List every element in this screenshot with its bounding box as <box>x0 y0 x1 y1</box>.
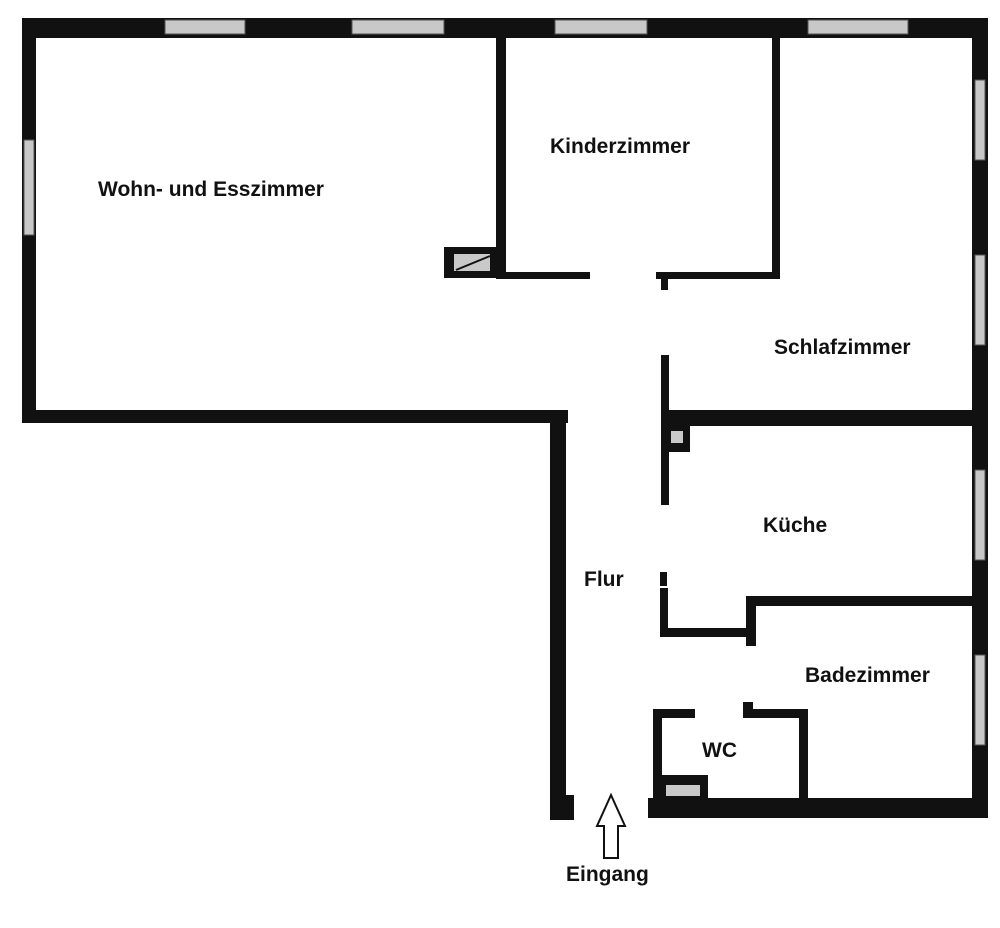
wall-bottom-right <box>648 798 988 818</box>
label-wc: WC <box>702 739 737 762</box>
room-labels: Wohn- und Esszimmer Kinderzimmer Schlafz… <box>98 135 930 762</box>
window-right-1 <box>974 79 986 161</box>
wall-kueche-bad <box>746 596 976 606</box>
label-kinderzimmer: Kinderzimmer <box>550 135 690 158</box>
interior-walls <box>496 36 986 809</box>
shafts <box>444 247 708 799</box>
wall-kinder-bottom-right <box>656 272 780 279</box>
wall-kueche-left-stub <box>660 572 667 586</box>
label-flur: Flur <box>584 568 624 591</box>
window-top-4 <box>807 19 909 35</box>
wall-bottom-left-stub <box>550 795 574 820</box>
window-top-2 <box>351 19 445 35</box>
wall-living-bottom <box>22 410 568 423</box>
label-schlafzimmer: Schlafzimmer <box>774 336 911 359</box>
wall-wc-left <box>653 709 662 809</box>
wall-schlaf-bottom <box>661 410 986 426</box>
wall-flur-left <box>550 410 566 820</box>
window-top-3 <box>554 19 648 35</box>
wall-kueche-left-bottom <box>660 588 668 636</box>
wall-wc-right <box>799 709 808 809</box>
window-left <box>23 139 35 236</box>
arrow-up-icon <box>595 792 627 859</box>
wall-top <box>22 18 988 38</box>
wall-wc-door-stub <box>743 702 753 718</box>
wall-kinder-left <box>496 36 506 276</box>
wall-kinder-right <box>772 36 780 279</box>
label-eingang: Eingang <box>566 863 649 886</box>
label-badezimmer: Badezimmer <box>805 664 930 687</box>
wall-kueche-bottom <box>660 628 755 637</box>
shaft-wc-inner <box>666 785 700 796</box>
window-right-3 <box>974 469 986 561</box>
wall-kinder-bottom-left <box>496 272 590 279</box>
outer-walls <box>22 18 988 820</box>
window-top-1 <box>164 19 246 35</box>
entrance: Eingang <box>566 792 649 886</box>
window-right-4 <box>974 654 986 746</box>
window-right-2 <box>974 254 986 346</box>
chimney-living-diagonal <box>455 255 491 271</box>
wall-wc-top-left <box>653 709 695 718</box>
label-kueche: Küche <box>763 514 827 537</box>
shaft-flur-inner <box>671 431 683 443</box>
wall-wc-top-right <box>743 709 808 718</box>
windows <box>23 19 986 746</box>
wall-bad-left <box>746 596 756 646</box>
wall-schlaf-left <box>661 355 669 505</box>
label-wohn-und-esszimmer: Wohn- und Esszimmer <box>98 178 324 201</box>
wall-schlaf-left-top <box>661 276 668 290</box>
